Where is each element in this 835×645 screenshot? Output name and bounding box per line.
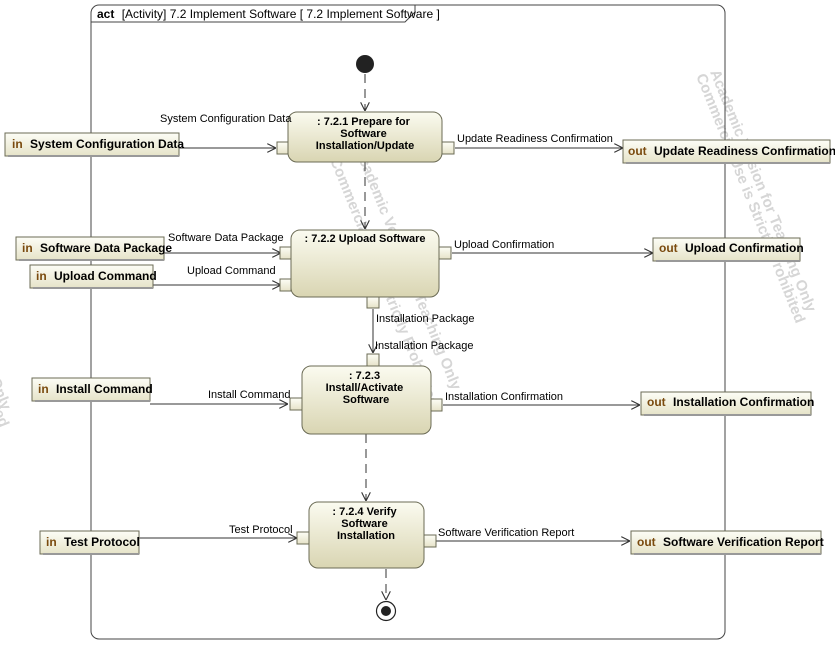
label-software-verification-report: Software Verification Report xyxy=(438,527,574,539)
pin-7-2-3-input-package[interactable] xyxy=(366,353,380,367)
pin-7-2-2-input-command[interactable] xyxy=(279,278,292,292)
svg-text:in Test Protocol: in Test Protocol xyxy=(46,535,140,549)
pin-7-2-4-input[interactable] xyxy=(296,531,310,545)
action-7-2-1-label: : 7.2.1 Prepare for Software Installatio… xyxy=(316,116,414,152)
output-parameter-installation-confirmation[interactable]: out Installation Confirmation xyxy=(640,391,814,416)
output-name-installation-confirmation: Installation Confirmation xyxy=(673,395,814,409)
action-7-2-3-line-1: : 7.2.3 xyxy=(349,370,380,382)
in-keyword: in xyxy=(36,269,47,283)
input-name-install-command: Install Command xyxy=(56,382,153,396)
label-installation-confirmation: Installation Confirmation xyxy=(445,391,563,403)
output-name-software-verification-report: Software Verification Report xyxy=(663,535,824,549)
label-software-data-package: Software Data Package xyxy=(168,232,284,244)
in-keyword: in xyxy=(38,382,49,396)
action-7-2-1-line-1: : 7.2.1 Prepare for xyxy=(317,116,411,128)
action-7-2-4-line-2: Software xyxy=(341,518,387,530)
output-parameter-upload-confirmation[interactable]: out Upload Confirmation xyxy=(652,237,804,262)
label-installation-package-out: Installation Package xyxy=(376,313,474,325)
activity-final-node[interactable] xyxy=(375,600,397,622)
svg-text:in Upload Command: in Upload Command xyxy=(36,269,157,283)
input-parameters: in System Configuration Data in Software… xyxy=(4,132,184,555)
input-name-upload-command: Upload Command xyxy=(54,269,157,283)
watermark-line-4: Commercial Use is Strictly Prohibited xyxy=(692,71,808,325)
output-name-upload-confirmation: Upload Confirmation xyxy=(685,241,804,255)
svg-text:out Software Verificat: out Software Verification Report xyxy=(637,535,824,549)
svg-text:out Update Readiness C: out Update Readiness Confirmation xyxy=(628,144,835,158)
input-parameter-system-configuration-data[interactable]: in System Configuration Data xyxy=(4,132,184,157)
label-upload-command: Upload Command xyxy=(187,265,276,277)
pin-7-2-3-input-command[interactable] xyxy=(289,397,303,411)
label-installation-package-in: Installation Package xyxy=(375,340,473,352)
svg-text:in Install Command: in Install Command xyxy=(38,382,153,396)
label-test-protocol: Test Protocol xyxy=(229,524,293,536)
action-7-2-1-line-3: Installation/Update xyxy=(316,140,414,152)
input-name-software-data-package: Software Data Package xyxy=(40,241,172,255)
watermark-line-3: Academic Version for Teaching Only xyxy=(706,67,819,315)
out-keyword: out xyxy=(647,395,666,409)
label-upload-confirmation: Upload Confirmation xyxy=(454,239,554,251)
in-keyword: in xyxy=(22,241,33,255)
label-install-command: Install Command xyxy=(208,389,291,401)
output-name-update-readiness-confirmation: Update Readiness Confirmation xyxy=(654,144,835,158)
svg-text:out Installation Confi: out Installation Confirmation xyxy=(647,395,814,409)
action-7-2-1[interactable]: : 7.2.1 Prepare for Software Installatio… xyxy=(276,111,455,163)
output-parameter-update-readiness-confirmation[interactable]: out Update Readiness Confirmation xyxy=(622,139,835,164)
frame-header: act [Activity] 7.2 Implement Software [ … xyxy=(97,7,440,21)
initial-node[interactable] xyxy=(356,55,374,73)
pin-7-2-3-output[interactable] xyxy=(430,398,443,412)
label-update-readiness-confirmation: Update Readiness Confirmation xyxy=(457,133,613,145)
svg-text:out Upload Confirmatio: out Upload Confirmation xyxy=(659,241,804,255)
in-keyword: in xyxy=(12,137,23,151)
action-7-2-1-line-2: Software xyxy=(340,128,386,140)
action-7-2-2[interactable]: : 7.2.2 Upload Software xyxy=(279,229,452,309)
control-flows xyxy=(365,74,386,600)
frame-keyword: act xyxy=(97,7,114,21)
action-7-2-4-label: : 7.2.4 Verify Software Installation xyxy=(332,506,399,542)
pin-7-2-2-input-package[interactable] xyxy=(279,246,292,260)
action-7-2-3-label: : 7.2.3 Install/Activate Software xyxy=(326,370,407,406)
out-keyword: out xyxy=(628,144,647,158)
action-7-2-4[interactable]: : 7.2.4 Verify Software Installation xyxy=(296,501,437,569)
input-parameter-upload-command[interactable]: in Upload Command xyxy=(29,264,157,289)
input-parameter-test-protocol[interactable]: in Test Protocol xyxy=(39,530,140,555)
flow-labels: System Configuration Data Update Readine… xyxy=(160,113,613,539)
pin-7-2-1-input[interactable] xyxy=(276,141,289,155)
input-name-system-configuration-data: System Configuration Data xyxy=(30,137,184,151)
output-parameter-software-verification-report[interactable]: out Software Verification Report xyxy=(630,530,824,555)
action-7-2-4-line-1: : 7.2.4 Verify xyxy=(332,506,397,518)
pin-7-2-1-output[interactable] xyxy=(441,141,455,155)
action-7-2-4-line-3: Installation xyxy=(337,530,395,542)
in-keyword: in xyxy=(46,535,57,549)
pin-7-2-4-output[interactable] xyxy=(423,534,437,548)
frame-title: [Activity] 7.2 Implement Software [ 7.2 … xyxy=(122,7,440,21)
input-parameter-install-command[interactable]: in Install Command xyxy=(31,377,153,402)
output-parameters: out Update Readiness Confirmation out Up… xyxy=(622,139,835,555)
watermark-line-5: Academic Version for Teaching Only xyxy=(0,165,15,413)
out-keyword: out xyxy=(659,241,678,255)
action-7-2-3-line-2: Install/Activate xyxy=(326,382,404,394)
object-flows xyxy=(139,148,653,541)
action-7-2-2-label: : 7.2.2 Upload Software xyxy=(304,233,425,245)
pin-7-2-2-output-package[interactable] xyxy=(366,296,380,309)
input-parameter-software-data-package[interactable]: in Software Data Package xyxy=(15,236,172,261)
action-7-2-3-line-3: Software xyxy=(343,394,389,406)
label-system-configuration-data: System Configuration Data xyxy=(160,113,292,125)
out-keyword: out xyxy=(637,535,656,549)
action-7-2-3[interactable]: : 7.2.3 Install/Activate Software xyxy=(289,353,443,435)
activity-frame: act [Activity] 7.2 Implement Software [ … xyxy=(90,4,726,640)
input-name-test-protocol: Test Protocol xyxy=(64,535,140,549)
pin-7-2-2-output-confirmation[interactable] xyxy=(438,246,452,260)
svg-text:in System Configuratio: in System Configuration Data xyxy=(12,137,184,151)
svg-text:in Software Data Packa: in Software Data Package xyxy=(22,241,172,255)
